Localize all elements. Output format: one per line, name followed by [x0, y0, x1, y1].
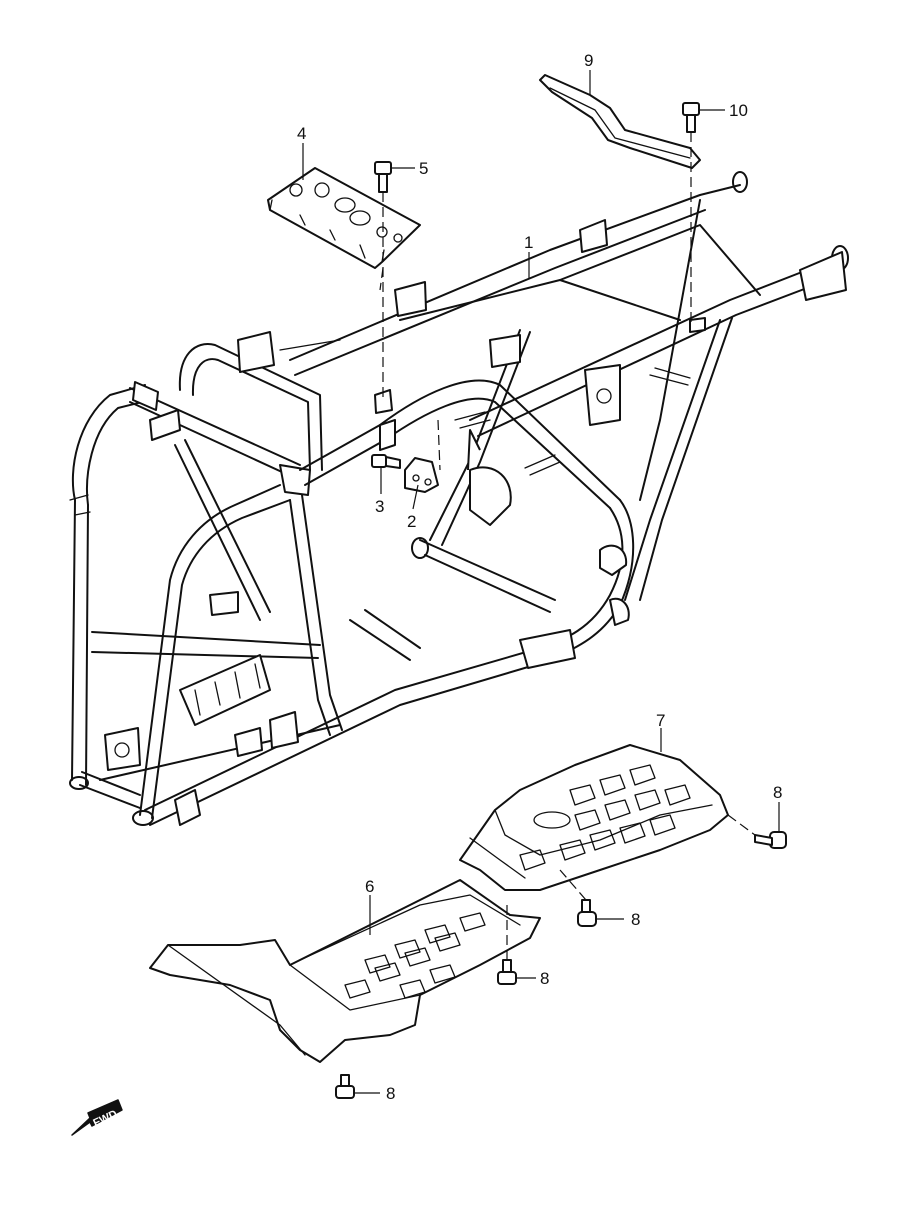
carrier-bolt-part — [374, 161, 392, 193]
callout-8a: 8 — [773, 783, 782, 802]
callout-4: 4 — [297, 124, 306, 143]
callout-8b: 8 — [631, 910, 640, 929]
callout-2: 2 — [407, 512, 416, 531]
callout-6: 6 — [365, 877, 374, 896]
callout-8c: 8 — [540, 969, 549, 988]
skid-bolt-lower — [497, 959, 517, 985]
main-frame — [69, 171, 849, 826]
carrier-plate — [267, 167, 421, 269]
bracket-plate-part — [404, 457, 439, 493]
left-bolt-part — [371, 454, 401, 469]
callout-labels: 1 2 3 4 5 6 7 8 8 8 8 9 10 — [297, 51, 782, 1103]
skid-bolt-right — [754, 831, 787, 849]
callout-7: 7 — [656, 711, 665, 730]
skid-bolt-middle — [577, 899, 597, 927]
front-skid-plate — [149, 879, 541, 1063]
rear-brace — [539, 74, 701, 169]
callout-1: 1 — [524, 233, 533, 252]
callout-10: 10 — [729, 101, 748, 120]
callout-9: 9 — [584, 51, 593, 70]
leader-lines — [302, 70, 780, 1094]
callout-3: 3 — [375, 497, 384, 516]
callout-8d: 8 — [386, 1084, 395, 1103]
rear-skid-plate — [459, 744, 729, 891]
assembly-lines — [379, 132, 756, 960]
callout-5: 5 — [419, 159, 428, 178]
brace-bolt-part — [682, 102, 700, 133]
skid-bolt-bottom — [335, 1074, 355, 1099]
fwd-direction-badge: FWD — [71, 1099, 123, 1136]
fwd-arrow-icon — [71, 1099, 123, 1136]
